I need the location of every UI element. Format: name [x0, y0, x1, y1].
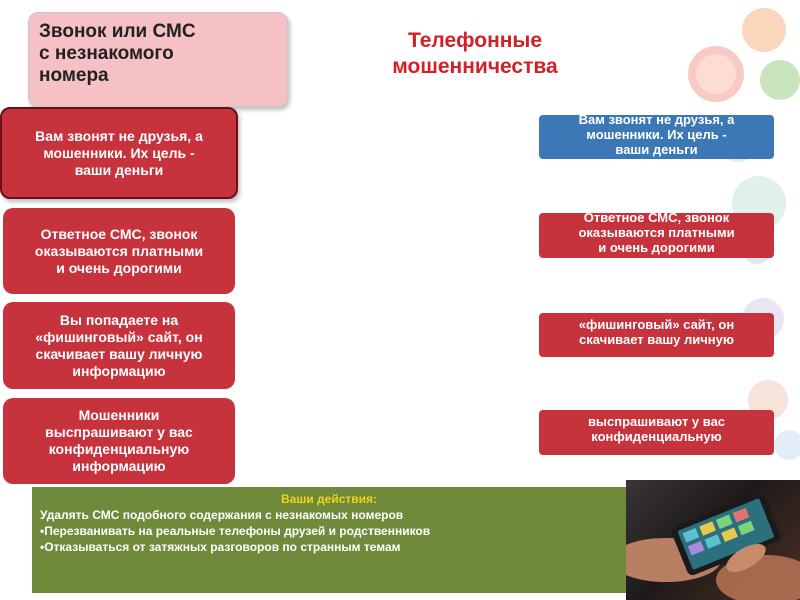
header-box: Звонок или СМС с незнакомого номера — [28, 12, 288, 107]
actions-line: •Отказываться от затяжных разговоров по … — [40, 540, 401, 554]
card-line: скачивает вашу личную — [579, 332, 734, 347]
actions-heading: Ваши действия: — [280, 492, 378, 506]
card-line: «фишинговый» сайт, он — [578, 317, 735, 332]
card-line: информацию — [72, 458, 166, 474]
decor-circle — [696, 54, 736, 94]
card-line: информацию — [72, 362, 166, 379]
header-line: номера — [39, 65, 109, 86]
dollar-icon — [760, 60, 800, 100]
card-line: конфиденциальную — [48, 441, 190, 457]
card-line: ваши деньги — [74, 161, 164, 178]
card-line: Ответное СМС, звонок — [40, 225, 198, 242]
title-line: мошенничества — [392, 55, 558, 78]
header-line: Звонок или СМС — [39, 21, 196, 42]
card-line: мошенники. Их цель - — [586, 127, 727, 142]
card-line: скачивает вашу личную — [35, 345, 203, 362]
card-line: выспрашивают у вас — [45, 424, 193, 440]
card-line: Вам звонят не друзья, а — [578, 115, 735, 127]
slide-title: Телефонные мошенничества — [340, 28, 610, 80]
card-line: мошенники. Их цель - — [43, 144, 195, 161]
card-line: оказываются платными — [34, 242, 204, 259]
left-card-4: Мошенники выспрашивают у вас конфиденциа… — [3, 398, 235, 484]
card-line: ваши деньги — [615, 142, 698, 157]
card-line: выспрашивают у вас — [587, 414, 726, 429]
coin-icon — [752, 18, 776, 42]
title-line: Телефонные — [407, 29, 543, 52]
card-line: Вы попадаете на — [59, 311, 179, 328]
actions-box: Ваши действия: Удалять СМС подобного сод… — [32, 487, 626, 593]
right-card-1: Вам звонят не друзья, а мошенники. Их це… — [539, 115, 774, 159]
right-card-3: «фишинговый» сайт, он скачивает вашу лич… — [539, 313, 774, 357]
card-line: Вам звонят не друзья, а — [35, 127, 203, 144]
header-line: с незнакомого — [39, 43, 174, 64]
card-line: конфиденциальную — [591, 429, 722, 444]
card-line: Мошенники — [78, 407, 160, 423]
card-line: Ответное СМС, звонок — [583, 213, 730, 225]
smartphone-photo — [626, 480, 800, 600]
right-card-2: Ответное СМС, звонок оказываются платным… — [539, 213, 774, 258]
hands-with-phone-illustration — [626, 493, 800, 600]
actions-line: •Перезванивать на реальные телефоны друз… — [40, 524, 431, 538]
left-card-1: Вам звонят не друзья, а мошенники. Их це… — [0, 107, 238, 199]
right-card-4: выспрашивают у вас конфиденциальную — [539, 410, 774, 455]
card-line: и очень дорогими — [56, 259, 182, 276]
left-card-3: Вы попадаете на «фишинговый» сайт, он ск… — [3, 302, 235, 389]
decor-circle — [774, 430, 800, 460]
card-line: оказываются платными — [578, 225, 735, 240]
left-card-2: Ответное СМС, звонок оказываются платным… — [3, 208, 235, 294]
card-line: «фишинговый» сайт, он — [35, 328, 203, 345]
card-line: и очень дорогими — [598, 240, 715, 255]
actions-line: Удалять СМС подобного содержания с незна… — [40, 508, 404, 522]
